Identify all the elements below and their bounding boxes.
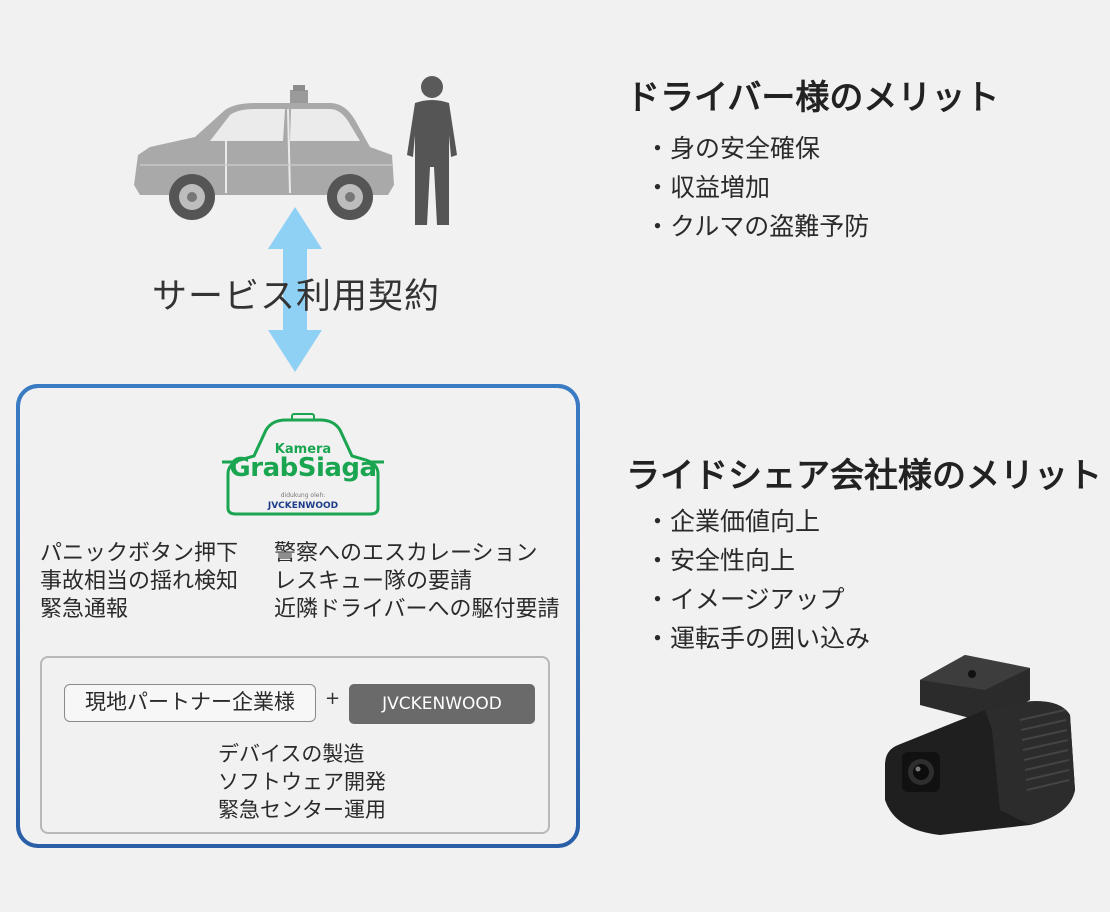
list-item: イメージアップ (645, 580, 870, 619)
grabsiaga-logo: Kamera GrabSiaga didukung oleh: JVCKENWO… (220, 412, 386, 522)
dashcam-device-image (885, 655, 1075, 835)
list-item: 緊急通報 (40, 597, 129, 622)
driver-benefits-list: 身の安全確保 収益増加 クルマの盗難予防 (645, 129, 869, 246)
driver-person-icon (407, 76, 457, 225)
car-outline-icon (222, 413, 384, 516)
logo-brand-text: JVCKENWOOD (267, 501, 339, 511)
list-item: 運転手の囲い込み (645, 619, 870, 658)
service-box: Kamera GrabSiaga didukung oleh: JVCKENWO… (16, 384, 580, 848)
list-item: 警察へのエスカレーション (274, 541, 538, 566)
list-item: 収益増加 (645, 168, 869, 207)
logo-name-text: GrabSiaga (229, 453, 377, 483)
company-benefits-list: 企業価値向上 安全性向上 イメージアップ 運転手の囲い込み (645, 502, 870, 658)
feature-list-right: 警察へのエスカレーション レスキュー隊の要請 近隣ドライバーへの駆付要請 (274, 540, 560, 624)
driver-benefits-heading: ドライバー様のメリット (626, 78, 1000, 118)
logo-support-text: didukung oleh: (280, 492, 326, 499)
list-item: 緊急センター運用 (218, 798, 386, 822)
list-item: パニックボタン押下 (40, 541, 239, 566)
list-item: デバイスの製造 (218, 742, 365, 766)
list-item: 企業価値向上 (645, 502, 870, 541)
list-item: 近隣ドライバーへの駆付要請 (274, 597, 560, 622)
taxi-illustration (134, 85, 394, 220)
logo-kamera-text: Kamera (274, 442, 332, 457)
company-benefits-heading: ライドシェア会社様のメリット (626, 456, 1102, 496)
contract-label: サービス利用契約 (152, 277, 441, 317)
list-item: 身の安全確保 (645, 129, 869, 168)
jvckenwood-badge: JVCKENWOOD (349, 684, 535, 724)
list-item: ソフトウェア開発 (218, 770, 386, 794)
feature-list-left: パニックボタン押下 事故相当の揺れ検知 緊急通報 (40, 540, 238, 624)
partner-tasks-list: デバイスの製造 ソフトウェア開発 緊急センター運用 (218, 740, 386, 824)
local-partner-badge: 現地パートナー企業様 (64, 684, 316, 722)
double-arrow-icon (268, 207, 322, 372)
list-item: クルマの盗難予防 (645, 207, 869, 246)
partner-box: 現地パートナー企業様 + JVCKENWOOD デバイスの製造 ソフトウェア開発… (40, 656, 550, 834)
list-item: 安全性向上 (645, 541, 870, 580)
list-item: レスキュー隊の要請 (274, 569, 473, 594)
plus-sign: + (325, 688, 341, 709)
list-item: 事故相当の揺れ検知 (40, 569, 239, 594)
